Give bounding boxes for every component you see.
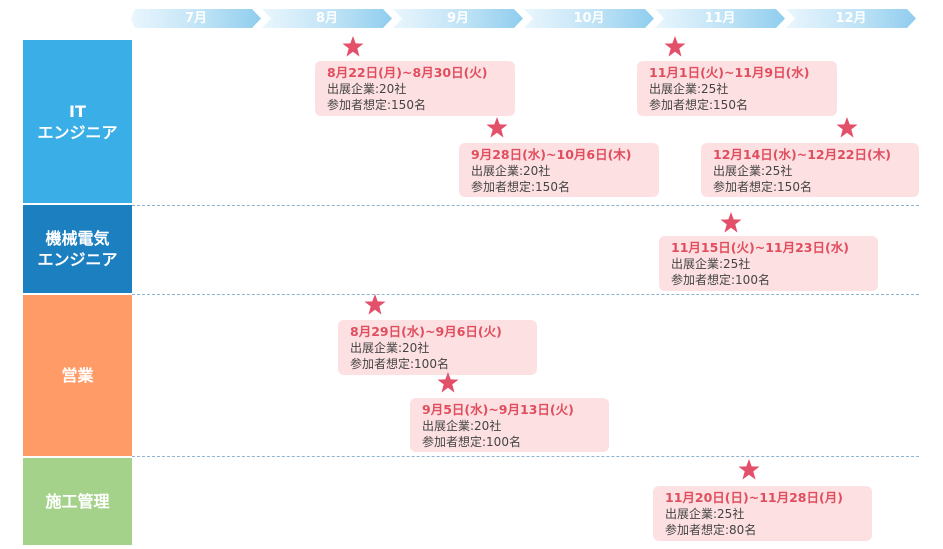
event-date: 9月28日(水)~10月6日(木) [471,147,632,162]
star-icon [738,458,760,480]
event-exhibitors: 出展企業:25社 [713,164,793,178]
event-date: 9月5日(水)~9月13日(火) [422,402,574,417]
event-date: 11月15日(火)~11月23日(水) [671,240,849,255]
event-card: 9月28日(水)~10月6日(木) 出展企業:20社 参加者想定:150名 [459,143,659,197]
event-card: 9月5日(水)~9月13日(火) 出展企業:20社 参加者想定:100名 [410,398,609,452]
category-sales: 営業 [23,295,132,456]
star-icon [720,211,742,233]
event-date: 8月29日(水)~9月6日(火) [350,324,502,339]
event-exhibitors: 出展企業:20社 [350,341,430,355]
category-construction-management: 施工管理 [23,458,132,545]
category-mech-elec-engineer: 機械電気 エンジニア [23,205,132,293]
event-participants: 参加者想定:150名 [713,180,812,194]
event-participants: 参加者想定:150名 [327,98,426,112]
star-icon [486,116,508,138]
row-divider [132,456,919,457]
event-card: 8月22日(月)~8月30日(火) 出展企業:20社 参加者想定:150名 [315,61,515,116]
event-card: 12月14日(水)~12月22日(木) 出展企業:25社 参加者想定:150名 [701,143,919,197]
month-label-sep: 9月 [393,9,523,28]
event-exhibitors: 出展企業:20社 [471,164,551,178]
month-label-aug: 8月 [262,9,392,28]
star-icon [437,371,459,393]
event-exhibitors: 出展企業:25社 [671,257,751,271]
event-exhibitors: 出展企業:20社 [422,419,502,433]
event-participants: 参加者想定:100名 [422,435,521,449]
month-label-nov: 11月 [655,9,785,28]
category-it-engineer: IT エンジニア [23,40,132,203]
event-exhibitors: 出展企業:25社 [649,82,729,96]
month-label-jul: 7月 [131,9,261,28]
star-icon [364,293,386,315]
event-card: 11月15日(火)~11月23日(水) 出展企業:25社 参加者想定:100名 [659,236,878,291]
event-participants: 参加者想定:100名 [350,357,449,371]
event-participants: 参加者想定:80名 [665,523,757,537]
event-date: 11月20日(日)~11月28日(月) [665,490,843,505]
event-card: 11月20日(日)~11月28日(月) 出展企業:25社 参加者想定:80名 [653,486,872,541]
event-participants: 参加者想定:150名 [471,180,570,194]
event-exhibitors: 出展企業:25社 [665,507,745,521]
event-card: 11月1日(火)~11月9日(水) 出展企業:25社 参加者想定:150名 [637,61,837,116]
event-participants: 参加者想定:150名 [649,98,748,112]
star-icon [342,35,364,57]
event-participants: 参加者想定:100名 [671,273,770,287]
event-exhibitors: 出展企業:20社 [327,82,407,96]
month-label-oct: 10月 [524,9,654,28]
month-label-dec: 12月 [786,9,916,28]
event-date: 8月22日(月)~8月30日(火) [327,65,488,80]
event-date: 11月1日(火)~11月9日(水) [649,65,810,80]
event-date: 12月14日(水)~12月22日(木) [713,147,891,162]
star-icon [836,116,858,138]
event-card: 8月29日(水)~9月6日(火) 出展企業:20社 参加者想定:100名 [338,320,537,375]
row-divider [132,205,919,206]
star-icon [664,35,686,57]
row-divider [132,294,919,295]
